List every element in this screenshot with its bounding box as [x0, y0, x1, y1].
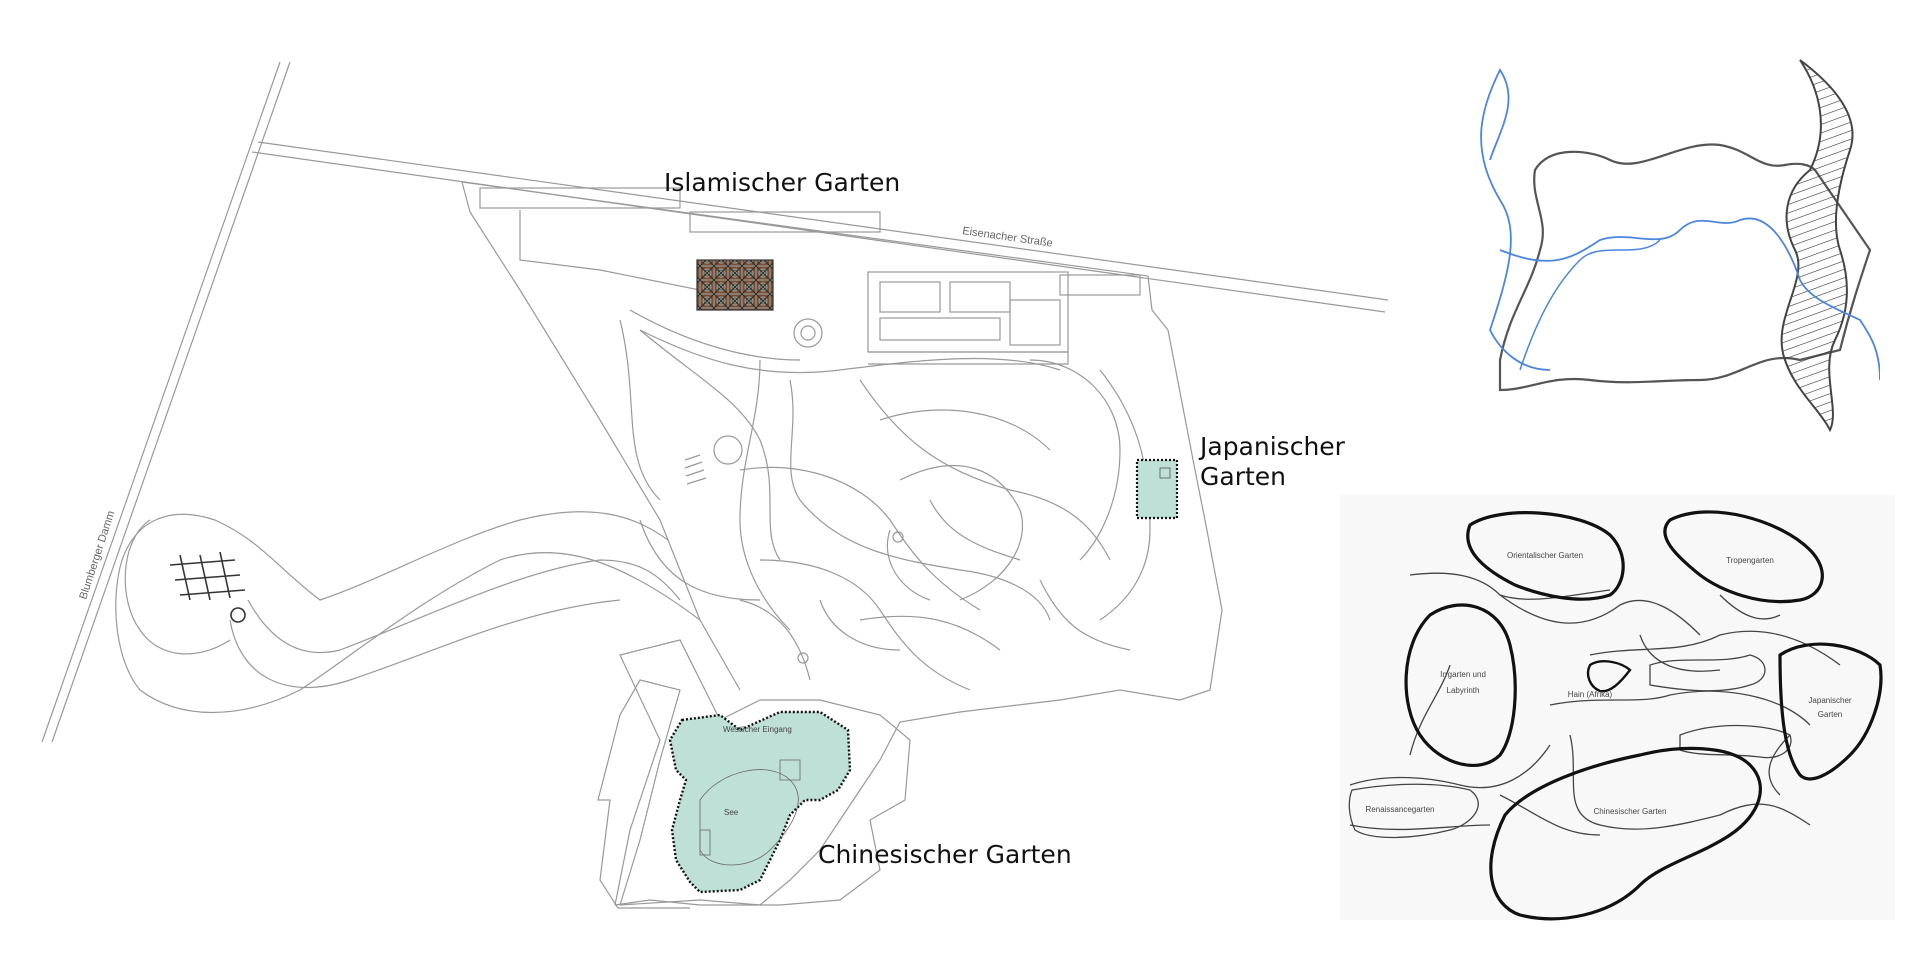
- sketch-label-irrgarten-1: Irrgarten und: [1440, 670, 1486, 679]
- sketch-tropen-garden: [1663, 510, 1824, 604]
- japanese-garden-plot: [1135, 458, 1179, 520]
- sketch-label-hain: Hain (Afrika): [1568, 690, 1613, 699]
- see-label: See: [724, 808, 739, 817]
- sketch-label-renaissance: Renaissancegarten: [1366, 805, 1435, 814]
- sketch-minor-shape-3: [1348, 783, 1479, 839]
- feature-south: [797, 652, 809, 664]
- sketch-label-chinese: Chinesischer Garten: [1594, 807, 1667, 816]
- river-sketch: [1480, 59, 1880, 433]
- japanese-garden-label-line-1: Japanischer: [1200, 432, 1345, 461]
- sketch-paper: [1340, 495, 1895, 920]
- sketch-hain: [1586, 660, 1632, 693]
- sketch-label-irrgarten-2: Labyrinth: [1447, 686, 1480, 695]
- sketch-label-japan-2: Garten: [1818, 710, 1842, 719]
- sketch-label-japan-1: Japanischer: [1808, 696, 1851, 705]
- fountain-center: [892, 531, 904, 543]
- sketch-chinese-garden: [1489, 746, 1762, 921]
- path-network: [619, 309, 1151, 691]
- sketch-orient-garden: [1466, 511, 1625, 601]
- river-line-1: [1480, 68, 1551, 371]
- sketch-label-orient: Orientalischer Garten: [1507, 551, 1583, 560]
- westlicher-eingang-label: Westlicher Eingang: [723, 725, 792, 734]
- river-line-3: [1519, 239, 1661, 371]
- sketch-irrgarten: [1404, 603, 1517, 767]
- roundabout-west: [713, 435, 743, 465]
- west-garden-loop: [124, 519, 231, 655]
- maze-grid: [169, 551, 246, 623]
- chinese-garden-plot: [668, 710, 852, 894]
- south-boundary: [614, 639, 911, 906]
- west-arm-outline: [115, 511, 701, 714]
- japanese-garden-label-line-2: Garten: [1200, 462, 1286, 491]
- blumberger-damm-label: Blumberger Damm: [77, 509, 117, 601]
- hatched-strip: [1780, 59, 1854, 433]
- north-terraces: [479, 187, 1141, 348]
- river-line-2: [1499, 217, 1880, 381]
- blumberger-damm-road: [41, 61, 291, 743]
- sketch-label-tropen: Tropengarten: [1726, 556, 1774, 565]
- park-boundary: [461, 181, 1223, 909]
- park-plan: Blumberger Damm Eisenacher Straße: [41, 61, 1389, 909]
- stairs-west: [684, 454, 707, 485]
- garden-concept-sketch: Orientalischer Garten Tropengarten Irrga…: [1340, 495, 1895, 921]
- land-outline: [1498, 143, 1872, 392]
- islamic-garden-label: Islamischer Garten: [664, 168, 901, 197]
- west-arm-inner-2: [229, 599, 621, 688]
- sketch-minor-shape-1: [1649, 654, 1766, 692]
- sketch-minor-shape-2: [1679, 724, 1792, 759]
- sketch-paths: [1349, 572, 1841, 836]
- islamic-garden-tile: [696, 259, 774, 311]
- sketch-japan-garden: [1778, 642, 1883, 781]
- west-arm-inner: [247, 559, 681, 654]
- eisenacher-strasse-label: Eisenacher Straße: [962, 225, 1054, 250]
- visitor-buildings: [867, 271, 1069, 365]
- chinese-garden-label: Chinesischer Garten: [818, 840, 1072, 869]
